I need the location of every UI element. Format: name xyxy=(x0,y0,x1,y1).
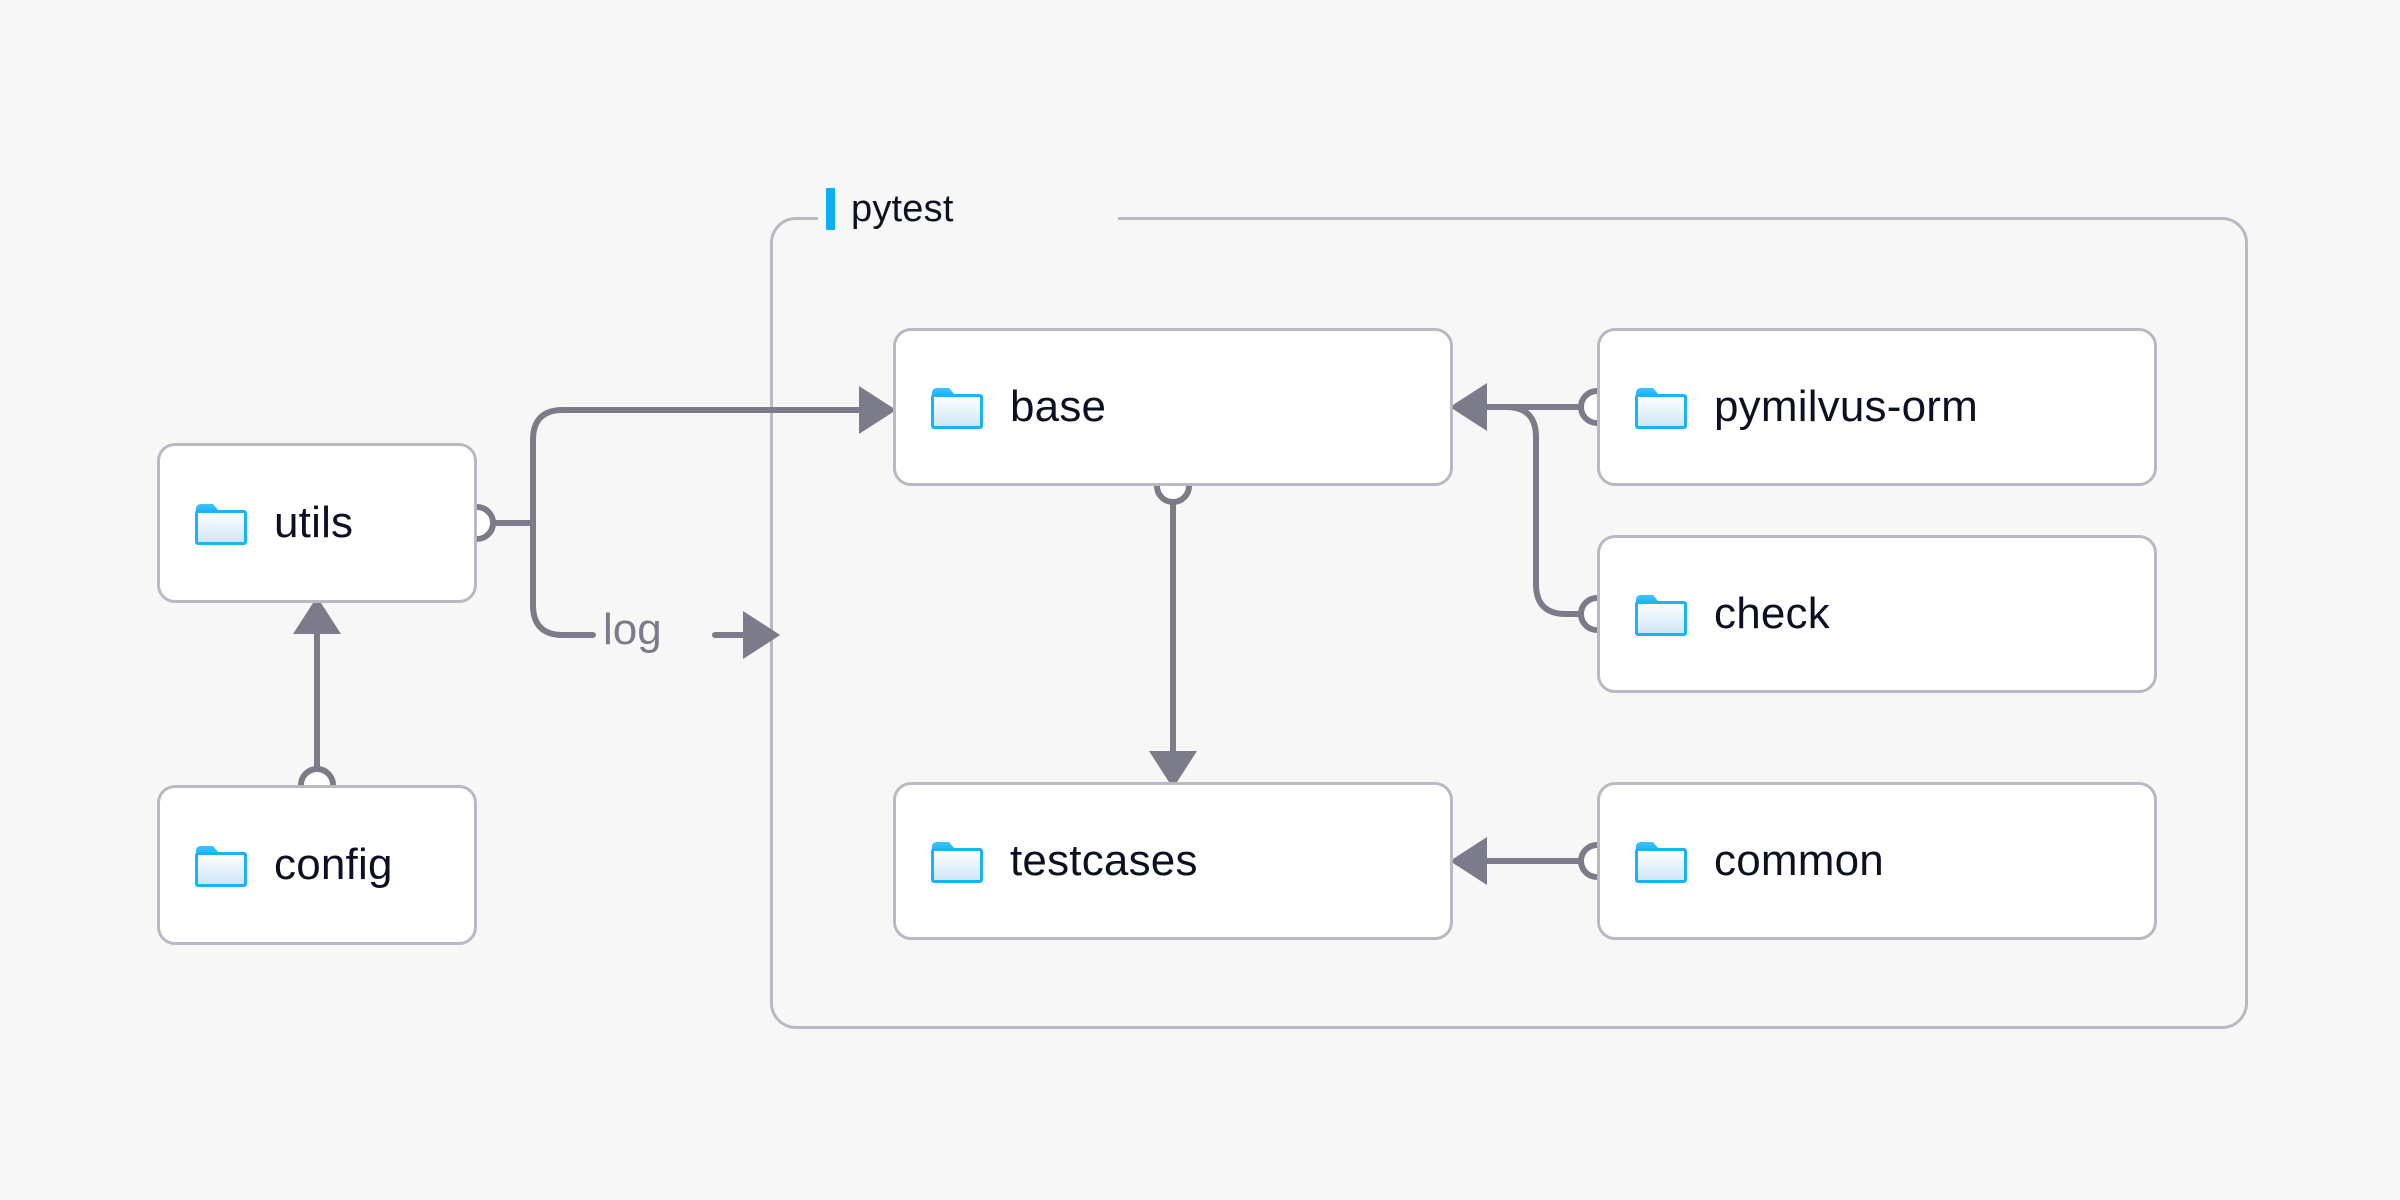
folder-icon xyxy=(1634,591,1688,637)
folder-icon xyxy=(194,842,248,888)
folder-icon xyxy=(1634,384,1688,430)
folder-icon xyxy=(1634,838,1688,884)
edge-label-log: log xyxy=(603,605,662,654)
node-check[interactable]: check xyxy=(1597,535,2157,693)
node-label: utils xyxy=(274,498,354,547)
node-label: pymilvus-orm xyxy=(1714,382,1978,431)
node-pymilvus-orm[interactable]: pymilvus-orm xyxy=(1597,328,2157,486)
node-testcases[interactable]: testcases xyxy=(893,782,1453,940)
group-title-notch xyxy=(818,205,1118,231)
node-label: testcases xyxy=(1010,836,1198,885)
folder-icon xyxy=(930,838,984,884)
node-label: check xyxy=(1714,589,1830,638)
folder-icon xyxy=(930,384,984,430)
node-label: common xyxy=(1714,836,1884,885)
group-title-label: pytest xyxy=(851,188,954,230)
node-label: config xyxy=(274,840,393,889)
edge-config-to-utils xyxy=(293,596,341,804)
node-utils[interactable]: utils xyxy=(157,443,477,603)
node-common[interactable]: common xyxy=(1597,782,2157,940)
accent-bar-icon xyxy=(826,188,835,230)
folder-icon xyxy=(194,500,248,546)
node-config[interactable]: config xyxy=(157,785,477,945)
group-title: pytest xyxy=(826,188,954,230)
node-label: base xyxy=(1010,382,1107,431)
node-base[interactable]: base xyxy=(893,328,1453,486)
